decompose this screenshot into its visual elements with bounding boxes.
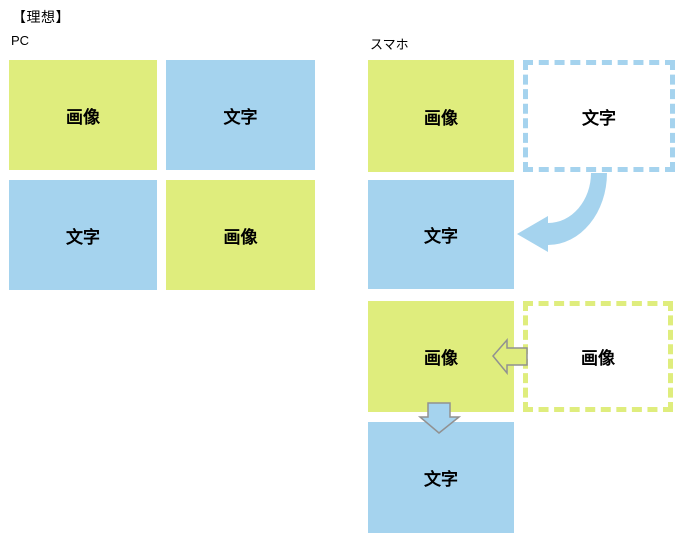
smartphone-box-image-row1: 画像 — [368, 60, 514, 172]
box-label: 文字 — [582, 108, 616, 128]
smartphone-box-text-row4: 文字 — [368, 422, 514, 533]
smartphone-section-label: スマホ — [370, 37, 409, 52]
pc-section-label: PC — [11, 33, 30, 48]
box-label: 文字 — [223, 107, 258, 127]
pc-box-text-bottom-left: 文字 — [9, 180, 157, 290]
smartphone-ghost-box-text: 文字 — [523, 60, 675, 172]
pc-box-image-top-left: 画像 — [9, 60, 157, 170]
smartphone-ghost-box-image: 画像 — [523, 301, 673, 412]
smartphone-box-text-row2: 文字 — [368, 180, 514, 289]
box-label: 画像 — [66, 107, 100, 127]
smartphone-box-image-row3: 画像 — [368, 301, 514, 412]
pc-box-text-top-right: 文字 — [166, 60, 315, 170]
pc-box-image-bottom-right: 画像 — [166, 180, 315, 290]
curved-left-arrow-icon — [517, 173, 607, 252]
box-label: 画像 — [581, 349, 615, 368]
down-arrow-icon — [417, 402, 462, 434]
box-label: 文字 — [66, 227, 100, 247]
box-label: 画像 — [424, 108, 458, 128]
page-title: 【理想】 — [12, 9, 70, 25]
box-label: 文字 — [424, 227, 458, 246]
left-arrow-icon — [492, 338, 528, 376]
box-label: 画像 — [223, 227, 258, 247]
box-label: 画像 — [424, 349, 458, 368]
box-label: 文字 — [424, 470, 458, 489]
